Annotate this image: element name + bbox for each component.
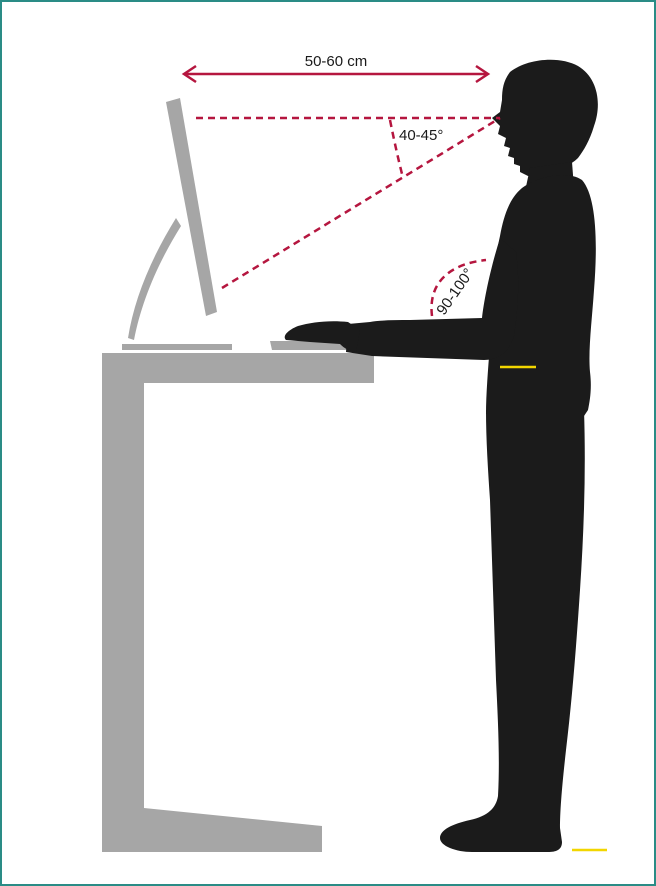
distance-label: 50-60 cm — [305, 53, 368, 70]
monitor-base — [122, 344, 232, 350]
desk-leg — [102, 353, 144, 852]
gaze-angle-label: 40-45° — [399, 127, 443, 144]
